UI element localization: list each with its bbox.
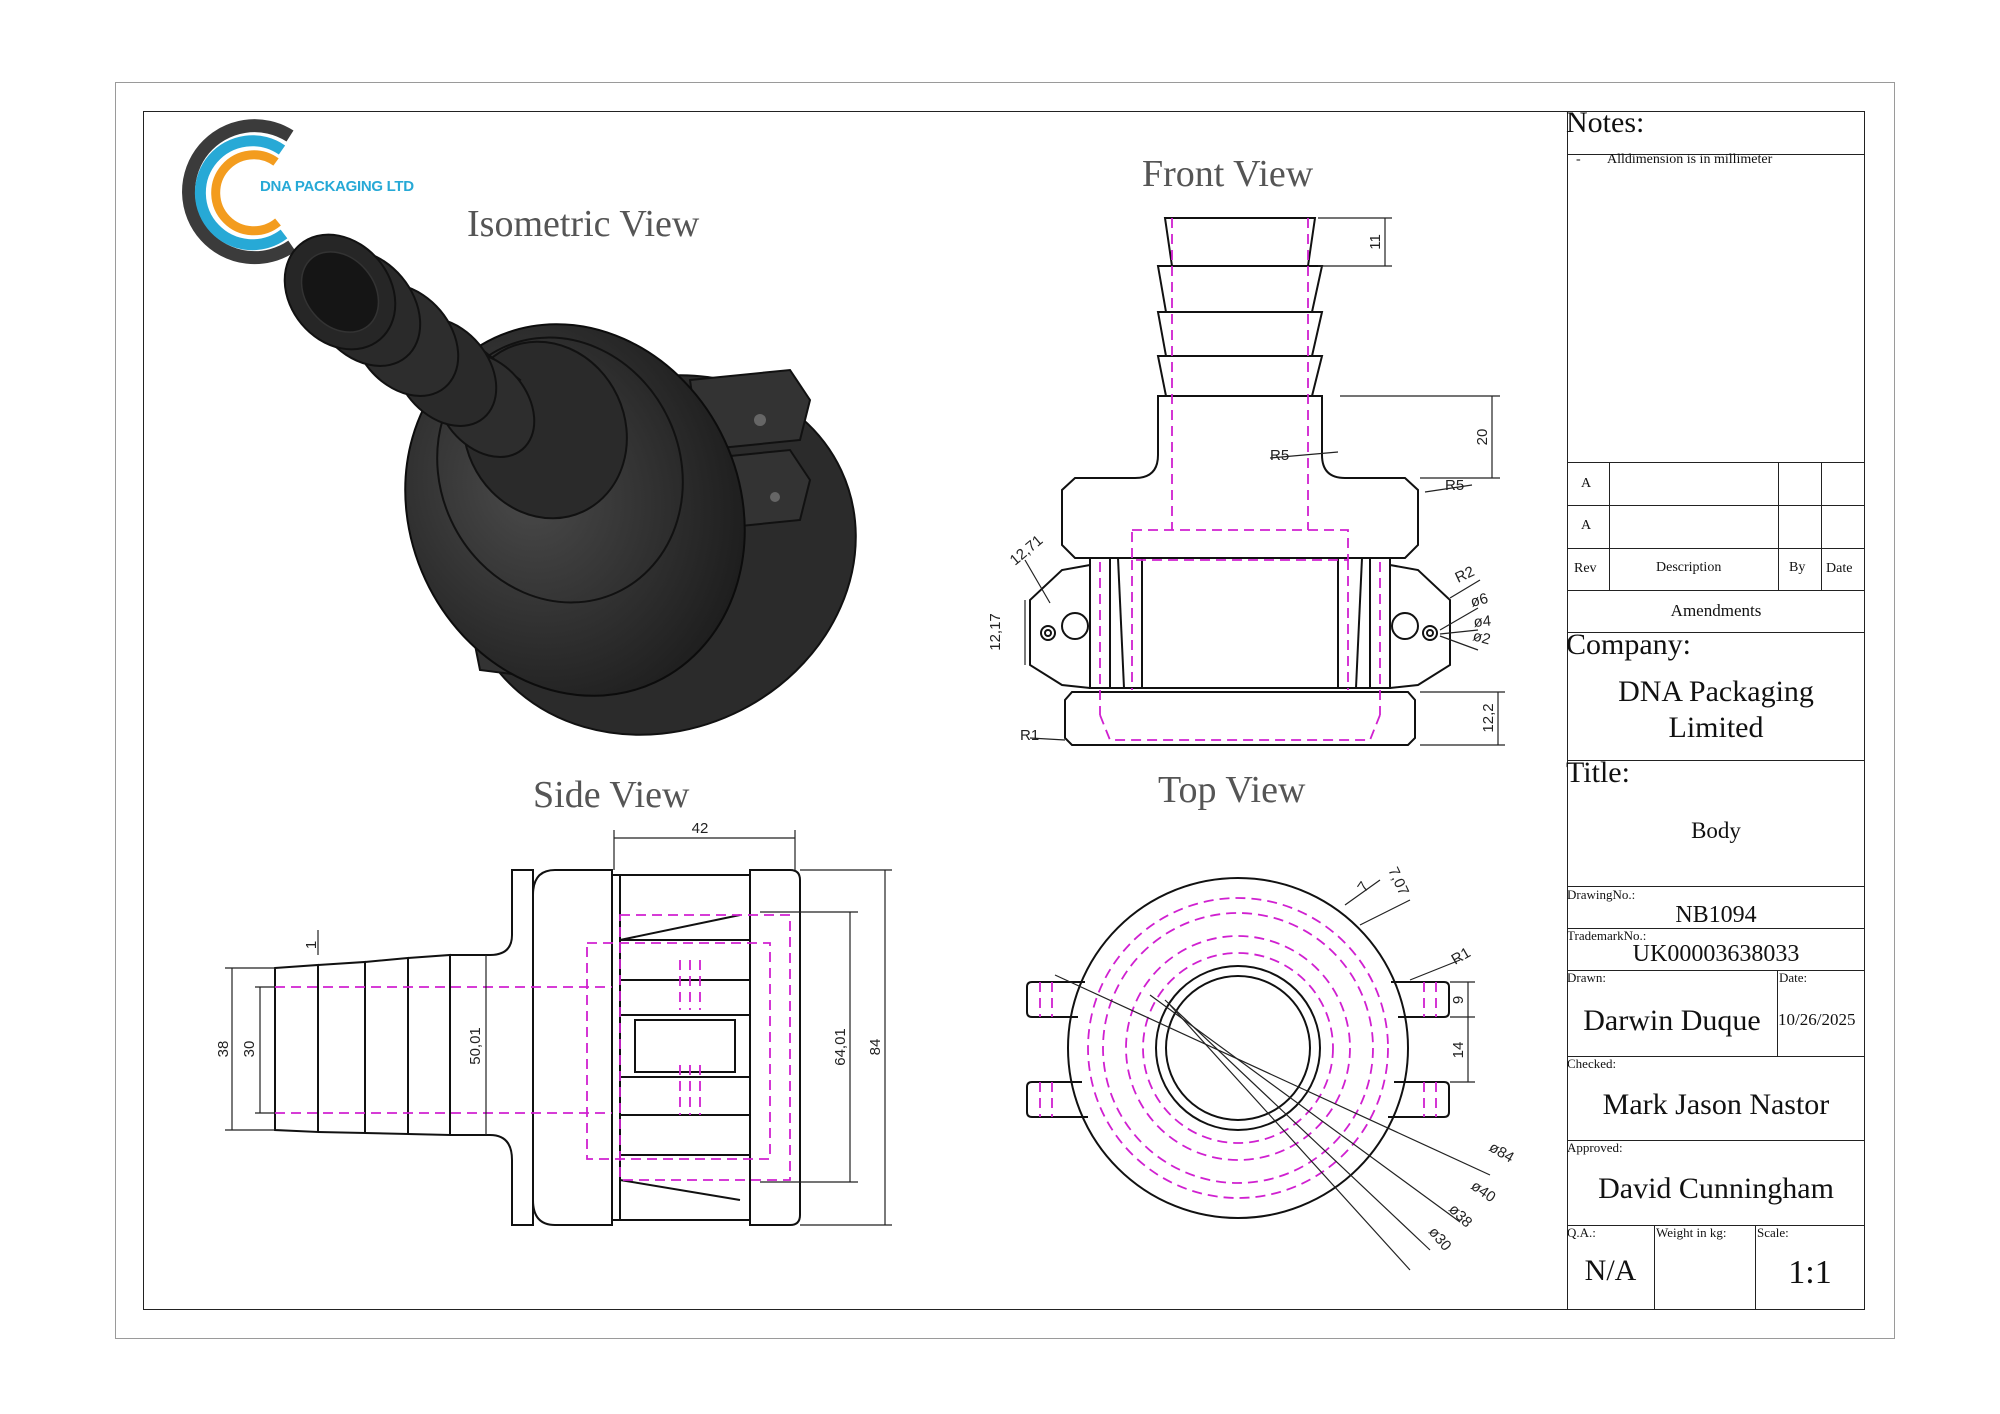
checked-by-value: Mark Jason Nastor [1602, 1088, 1830, 1121]
dim-top-9: 9 [1450, 996, 1467, 1004]
dim-front-122: 12,2 [1480, 703, 1497, 732]
trademark-value: UK00003638033 [1632, 941, 1800, 967]
dim-top-phi38: ø38 [1445, 1201, 1475, 1231]
side-view-dimension-lines [225, 830, 892, 1226]
side-view-title: Side View [533, 774, 690, 816]
company-logo-icon [182, 119, 296, 265]
rev-header-description: Description [1656, 560, 1722, 575]
dim-top-phi40: ø40 [1468, 1177, 1499, 1206]
scale-label: Scale: [1757, 1225, 1789, 1240]
qa-label: Q.A.: [1567, 1225, 1596, 1240]
trademark-label: TrademarkNo.: [1567, 928, 1647, 943]
top-view-title: Top View [1158, 769, 1306, 811]
dim-side-6401: 64,01 [832, 1028, 849, 1066]
date-label: Date: [1779, 970, 1808, 985]
rev-header-rev: Rev [1574, 561, 1597, 576]
isometric-render [283, 233, 857, 736]
dim-side-38: 38 [215, 1041, 232, 1058]
sheet-outer-border [115, 82, 1895, 1339]
approved-by-value: David Cunningham [1598, 1172, 1834, 1205]
qa-value: N/A [1584, 1254, 1637, 1287]
rev-header-date: Date [1826, 561, 1853, 576]
title-label: Title: [1566, 756, 1630, 789]
rev-row-1: A [1581, 476, 1592, 491]
dim-side-5001: 50,01 [467, 1027, 484, 1065]
date-value: 10/26/2025 [1778, 1010, 1856, 1029]
dim-side-1: 1 [303, 941, 320, 949]
front-view-hidden-lines [1099, 218, 1381, 741]
rev-header-by: By [1789, 560, 1806, 575]
drawn-label: Drawn: [1567, 970, 1606, 985]
dim-top-r1: R1 [1449, 944, 1474, 968]
scale-value: 1:1 [1788, 1254, 1832, 1291]
note-bullet: - [1576, 152, 1581, 167]
company-label: Company: [1566, 628, 1691, 661]
company-line-1: DNA Packaging [1618, 675, 1814, 708]
top-view-dimension-text: 7 7,07 R1 9 14 ø84 ø40 ø38 ø30 [1354, 865, 1517, 1255]
notes-label: Notes: [1566, 106, 1645, 139]
checked-label: Checked: [1567, 1056, 1617, 1071]
weight-label: Weight in kg: [1656, 1225, 1727, 1240]
side-view-dimension-text: 42 1 38 30 50,01 64,01 84 [215, 820, 884, 1066]
note-text: Alldimension is in millimeter [1607, 152, 1773, 167]
dim-top-707: 7,07 [1384, 865, 1412, 899]
dim-top-phi84: ø84 [1486, 1139, 1517, 1167]
dim-front-1217: 12,17 [987, 613, 1004, 651]
front-view-dimension-lines [1024, 217, 1505, 746]
dim-top-7: 7 [1354, 879, 1373, 896]
rev-row-2: A [1581, 518, 1592, 533]
dim-front-r2: R2 [1453, 563, 1478, 587]
approved-label: Approved: [1567, 1140, 1623, 1155]
title-value: Body [1691, 818, 1741, 843]
dim-front-11: 11 [1367, 234, 1384, 250]
side-view-hidden-lines [275, 914, 791, 1181]
dim-front-r1: R1 [1020, 727, 1039, 744]
side-view-drawing [274, 869, 801, 1226]
dim-front-phi4: ø4 [1473, 613, 1492, 631]
company-line-2: Limited [1668, 711, 1764, 744]
isometric-view-title: Isometric View [467, 203, 700, 245]
dim-front-phi2: ø2 [1471, 627, 1492, 648]
sheet-inner-border [143, 111, 1865, 1310]
logo-text: DNA PACKAGING LTD [260, 178, 414, 195]
top-view-dimension-lines [1054, 879, 1491, 1271]
drawing-no-label: DrawingNo.: [1567, 887, 1636, 902]
drawing-no-value: NB1094 [1675, 902, 1757, 928]
dim-front-20: 20 [1474, 429, 1491, 446]
amendments-label: Amendments [1670, 601, 1762, 620]
top-view-hidden-lines [1039, 897, 1437, 1199]
dim-front-r5b: R5 [1445, 477, 1464, 494]
dim-front-phi6: ø6 [1469, 590, 1490, 611]
dim-front-r5a: R5 [1270, 447, 1289, 464]
dim-side-30: 30 [241, 1041, 258, 1058]
top-view-drawing [1026, 877, 1450, 1219]
front-view-drawing [1029, 217, 1451, 746]
dim-side-42: 42 [692, 820, 709, 837]
drawn-by-value: Darwin Duque [1583, 1004, 1761, 1037]
front-view-title: Front View [1142, 153, 1314, 195]
dim-top-14: 14 [1450, 1042, 1467, 1059]
dim-side-84: 84 [867, 1039, 884, 1056]
